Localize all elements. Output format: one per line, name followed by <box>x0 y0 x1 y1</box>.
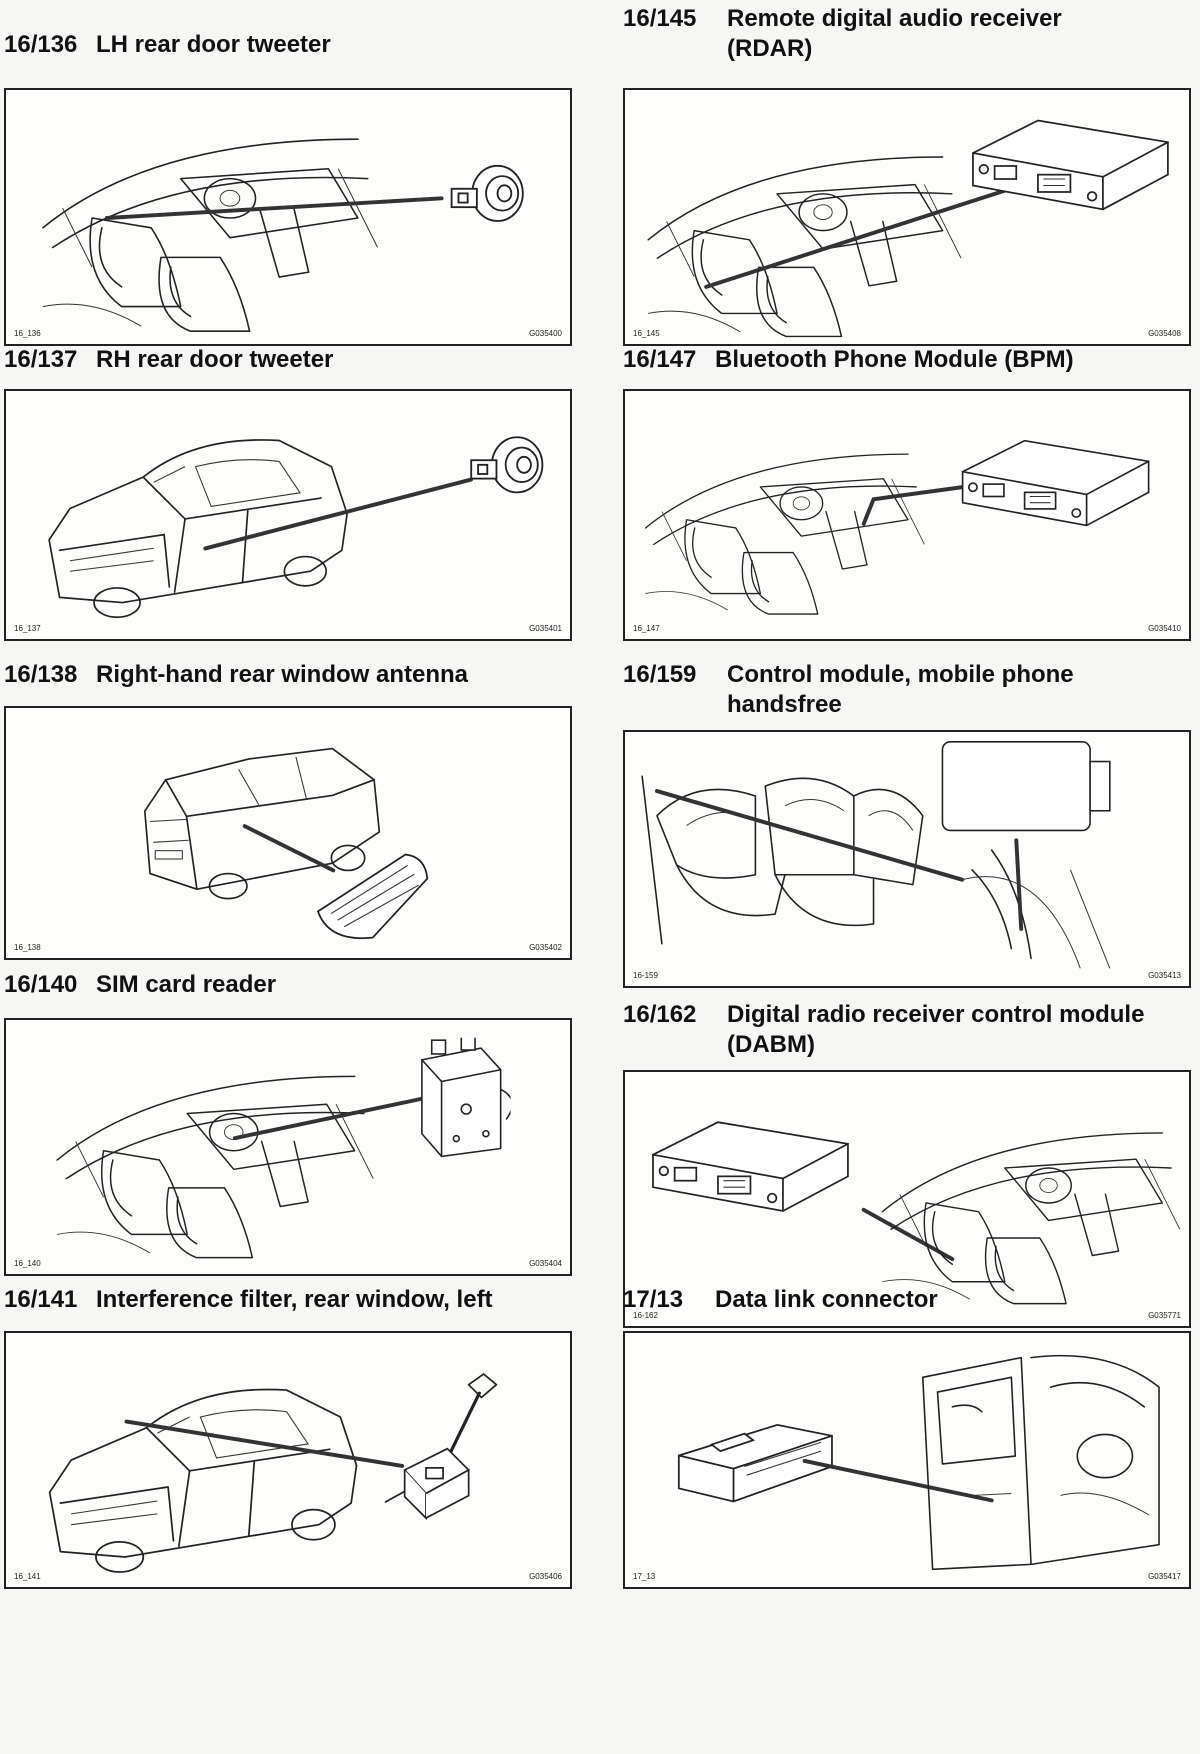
interior-tweeter-illustration <box>42 138 524 333</box>
figure-frame: 16_145 G035408 <box>623 88 1191 346</box>
figure-ref: G035410 <box>1148 624 1181 633</box>
interior-rdar-illustration <box>647 119 1169 338</box>
figure-ref: G035417 <box>1148 1572 1181 1581</box>
car-filter-illustration <box>48 1372 499 1573</box>
interior-dabm-illustration <box>652 1121 1181 1305</box>
figure-id: 16_138 <box>14 943 41 952</box>
component-title: LH rear door tweeter <box>96 31 331 58</box>
car-tweeter-illustration <box>48 436 544 619</box>
panel-16-159: 16/159 Control module, mobile phone hand… <box>623 660 1198 1000</box>
wagon-antenna-illustration <box>143 747 429 940</box>
door-dlc-illustration <box>677 1354 1160 1571</box>
component-title: SIM card reader <box>96 971 277 998</box>
panel-16-141: 16/141 Interference filter, rear window,… <box>4 1285 574 1625</box>
figure-id: 16_136 <box>14 329 41 338</box>
interior-bpm-illustration <box>644 439 1150 615</box>
component-code: 16/145 <box>623 5 697 32</box>
figure-id: 16_141 <box>14 1572 41 1581</box>
panel-16-136: 16/136 LH rear door tweeter 16_136 G0354… <box>4 30 574 355</box>
figure-ref: G035406 <box>529 1572 562 1581</box>
figure-id: 16-159 <box>633 971 658 980</box>
panel-16-138: 16/138 Right-hand rear window antenna 16… <box>4 660 574 1000</box>
component-code: 16/141 <box>4 1286 78 1313</box>
panel-16-140: 16/140 SIM card reader 16_140 G035404 <box>4 970 574 1310</box>
component-title: Control module, mobile phone handsfree <box>727 661 1074 718</box>
figure-ref: G035401 <box>529 624 562 633</box>
figure-frame: 16-159 G035413 <box>623 730 1191 988</box>
panel-16-145: 16/145 Remote digital audio receiver (RD… <box>623 4 1198 354</box>
component-title: Data link connector <box>715 1286 938 1313</box>
figure-frame: 16_147 G035410 <box>623 389 1191 641</box>
figure-id: 16_147 <box>633 624 660 633</box>
figure-frame: 17_13 G035417 <box>623 1331 1191 1589</box>
figure-frame: 16-162 G035771 <box>623 1070 1191 1328</box>
component-code: 16/147 <box>623 346 697 373</box>
figure-id: 16_145 <box>633 329 660 338</box>
panel-16-162: 16/162 Digital radio receiver control mo… <box>623 1000 1198 1340</box>
figure-ref: G035404 <box>529 1259 562 1268</box>
figure-frame: 16_138 G035402 <box>4 706 572 960</box>
component-code: 16/162 <box>623 1001 697 1028</box>
component-title: Right-hand rear window antenna <box>96 661 469 688</box>
figure-ref: G035400 <box>529 329 562 338</box>
component-title: Interference filter, rear window, left <box>96 1286 493 1313</box>
interior-sim-reader-illustration <box>56 1037 511 1259</box>
component-code: 16/137 <box>4 346 78 373</box>
seats-handsfree-illustration <box>641 741 1111 969</box>
component-title: Bluetooth Phone Module (BPM) <box>715 346 1074 373</box>
figure-frame: 16_137 G035401 <box>4 389 572 641</box>
component-title: RH rear door tweeter <box>96 346 334 373</box>
figure-ref: G035771 <box>1148 1311 1181 1320</box>
figure-id: 16-162 <box>633 1311 658 1320</box>
figure-frame: 16_140 G035404 <box>4 1018 572 1276</box>
figure-frame: 16_136 G035400 <box>4 88 572 346</box>
component-code: 16/140 <box>4 971 78 998</box>
figure-frame: 16_141 G035406 <box>4 1331 572 1589</box>
figure-id: 17_13 <box>633 1572 656 1581</box>
component-code: 16/136 <box>4 31 78 58</box>
figure-id: 16_140 <box>14 1259 41 1268</box>
panel-16-147: 16/147 Bluetooth Phone Module (BPM) 16_1… <box>623 345 1198 685</box>
figure-id: 16_137 <box>14 624 41 633</box>
component-code: 16/159 <box>623 661 697 688</box>
component-code: 17/13 <box>623 1286 684 1313</box>
component-title: Digital radio receiver control module (D… <box>727 1001 1145 1058</box>
figure-ref: G035402 <box>529 943 562 952</box>
figure-ref: G035408 <box>1148 329 1181 338</box>
figure-ref: G035413 <box>1148 971 1181 980</box>
panel-17-13: 17/13 Data link connector 17_13 G035417 <box>623 1285 1198 1625</box>
component-code: 16/138 <box>4 661 78 688</box>
component-title: Remote digital audio receiver (RDAR) <box>727 5 1062 62</box>
panel-16-137: 16/137 RH rear door tweeter 16_137 G0354… <box>4 345 574 685</box>
